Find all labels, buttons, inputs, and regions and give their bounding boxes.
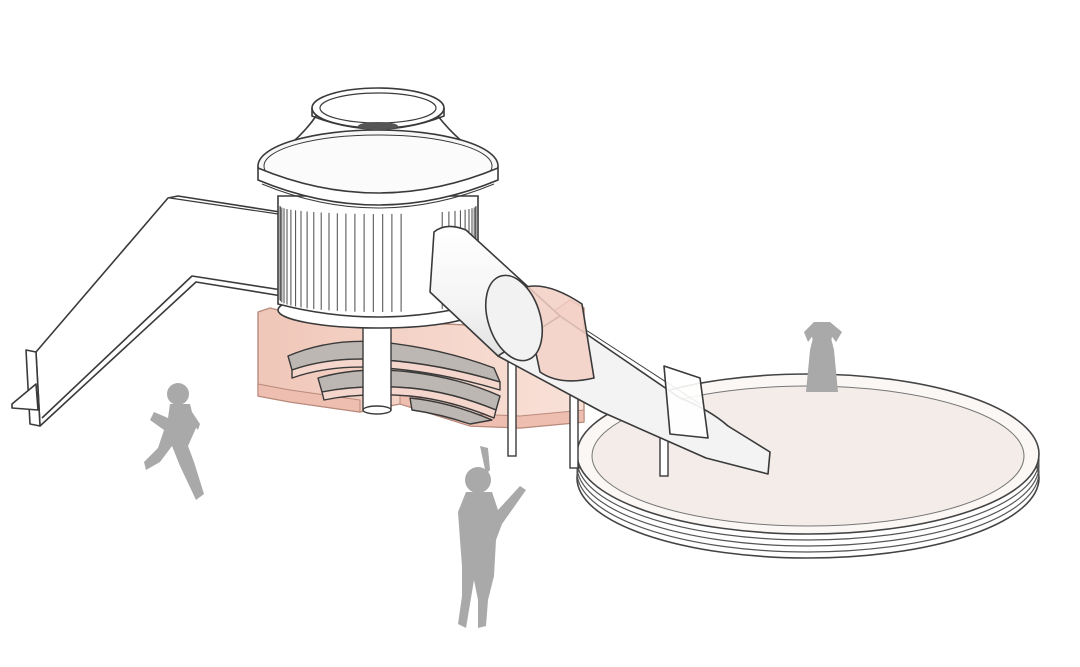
tube-slide [429, 225, 771, 475]
child-silhouette [144, 322, 842, 628]
tower-roof-ring [311, 87, 445, 130]
tower-slatted-wall [277, 195, 479, 329]
tower-canopy [257, 115, 499, 209]
straight-slide [11, 195, 283, 427]
